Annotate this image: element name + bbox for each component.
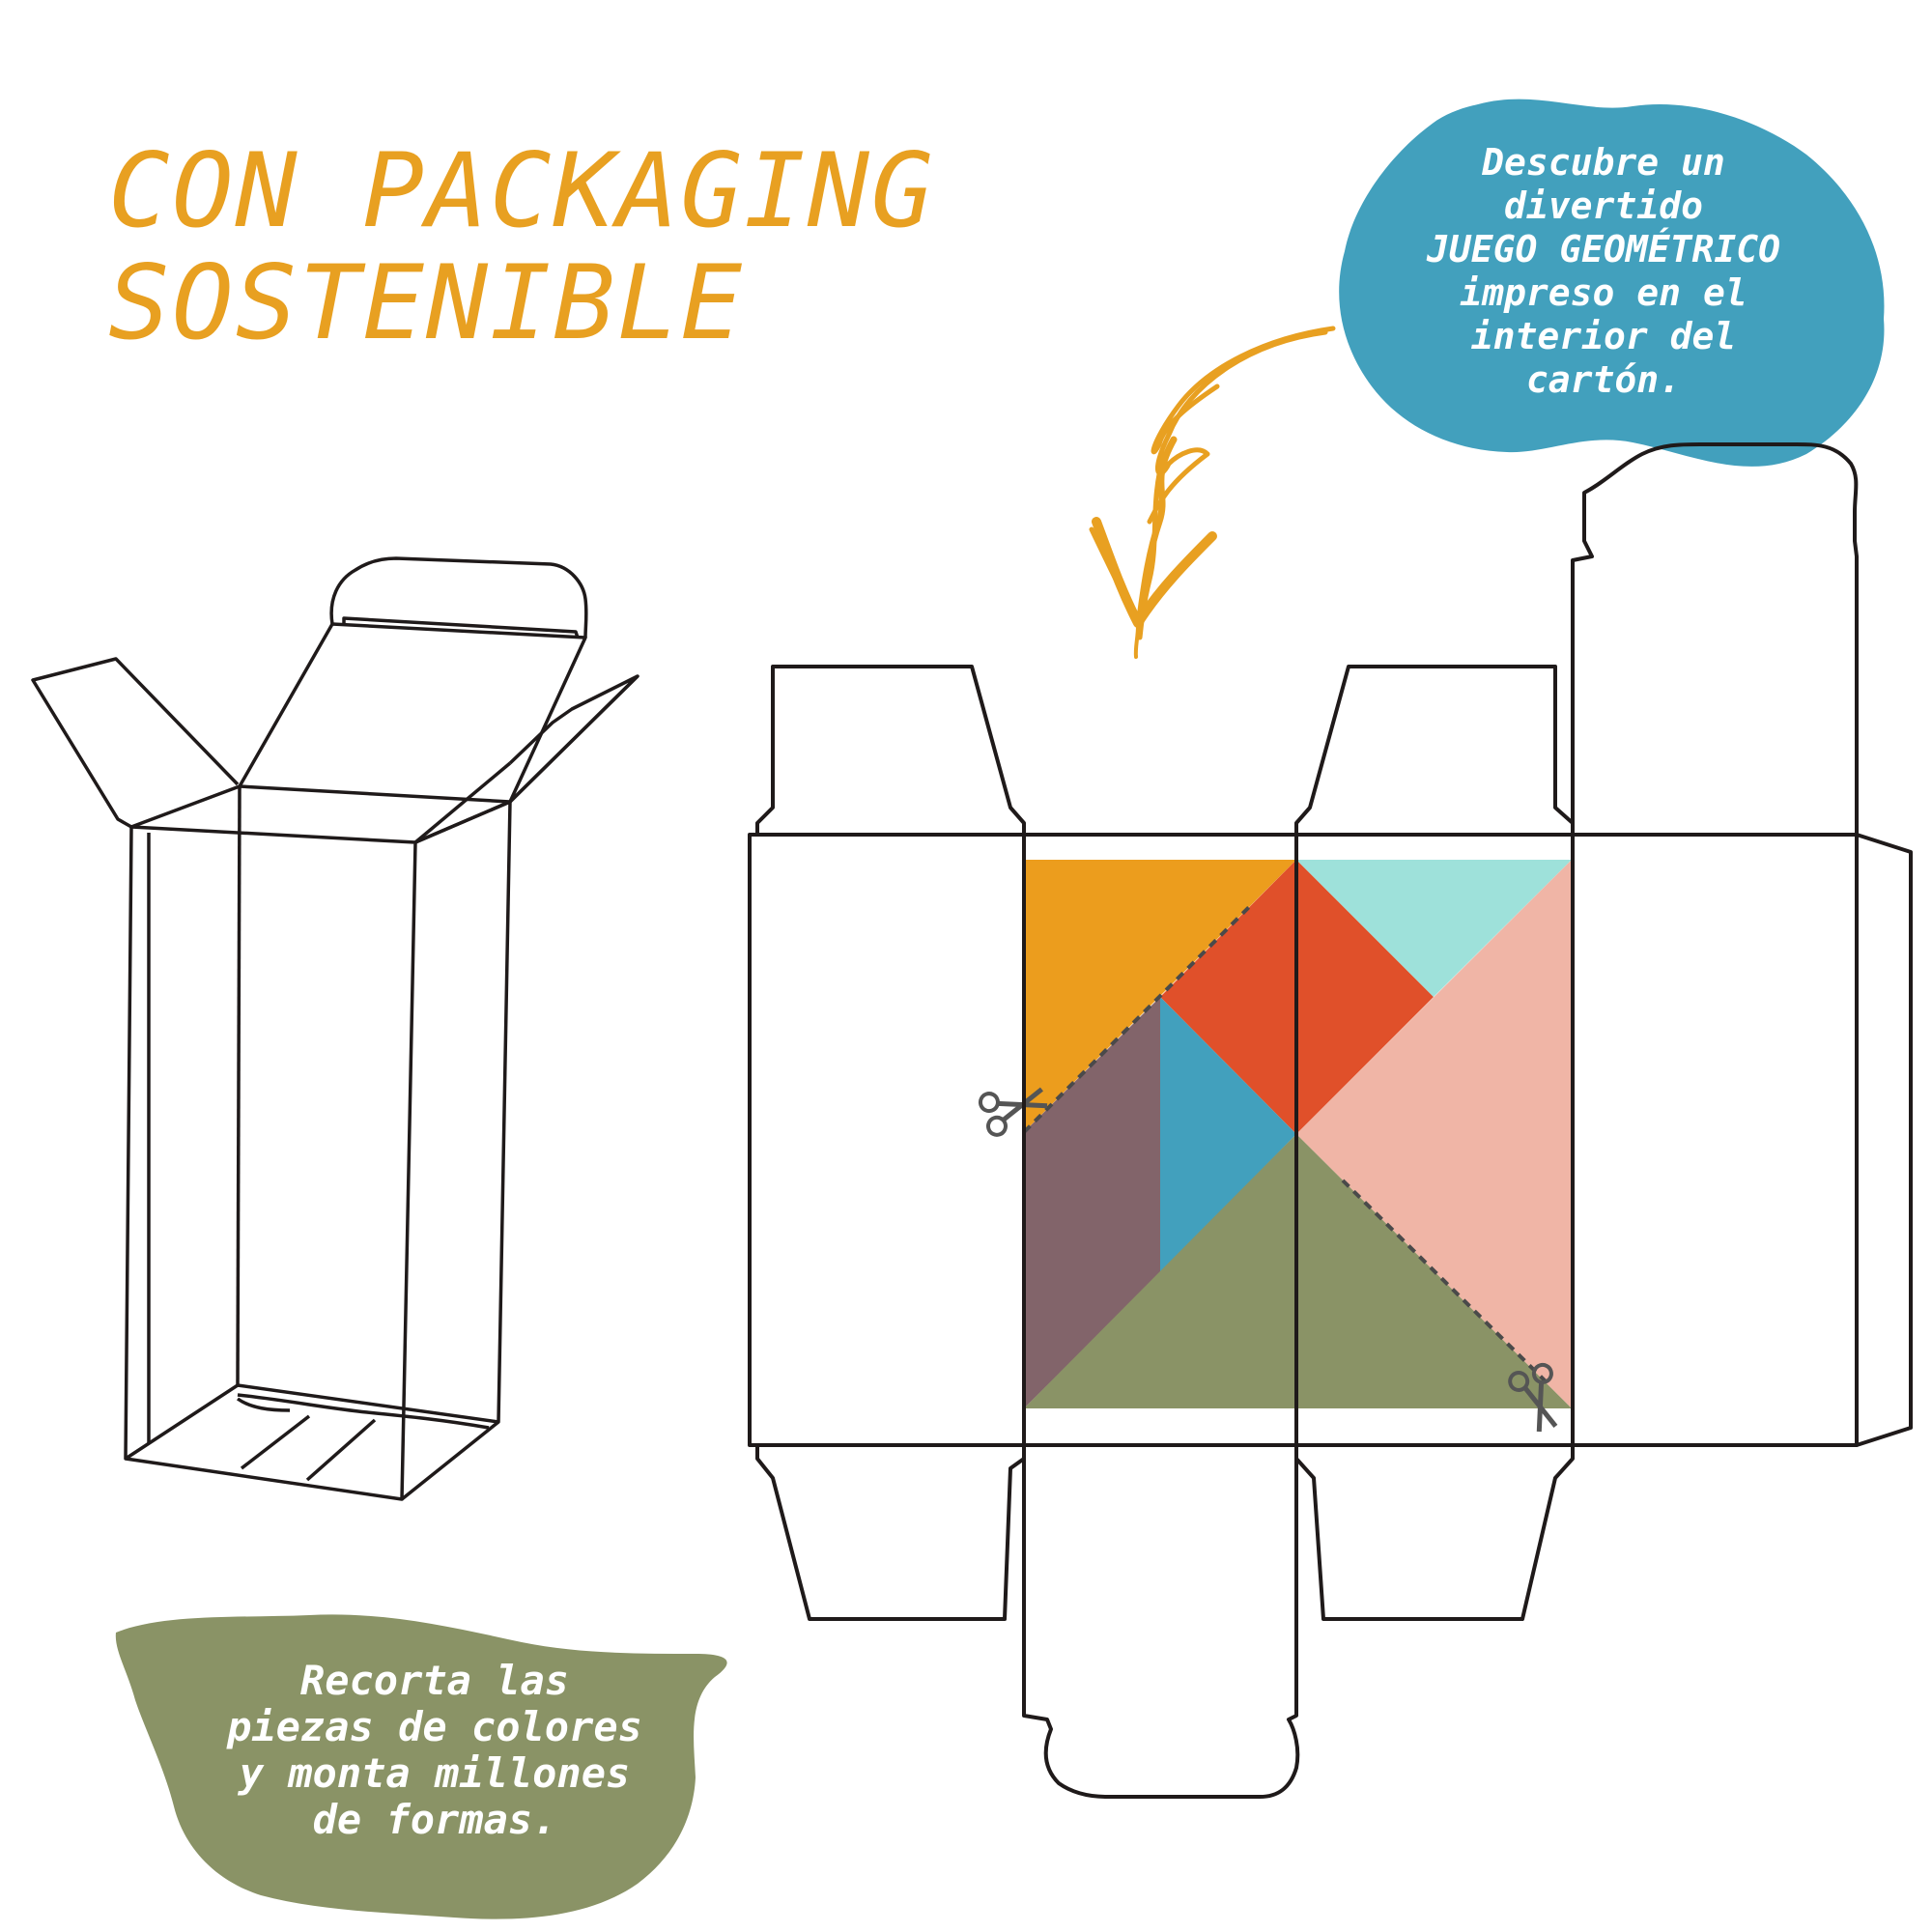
page-title: CON PACKAGING SOSTENIBLE <box>108 135 1026 359</box>
note-line: interior del <box>1470 315 1737 357</box>
net-bottom-flap-right <box>1294 1445 1575 1621</box>
note-line: divertido <box>1504 185 1703 227</box>
note-cut-pieces: Recorta las piezas de colores y monta mi… <box>145 1658 724 1843</box>
net-panel-side-left <box>748 833 1026 1447</box>
note-line: JUEGO GEOMÉTRICO <box>1426 228 1781 270</box>
note-line: piezas de colores <box>227 1703 642 1750</box>
green-blob <box>115 1614 727 1919</box>
net-top-flap-right <box>1294 665 1575 835</box>
open-box-illustration <box>31 556 639 1501</box>
net-top-flap-left <box>755 665 1026 835</box>
net-top-lid <box>1571 442 1859 835</box>
note-line: y monta millones <box>239 1749 631 1797</box>
tangram-pink-triangle <box>1296 860 1572 1408</box>
title-line-2: SOSTENIBLE <box>108 243 745 362</box>
cut-lines <box>1022 902 1548 1383</box>
note-line: de formas. <box>312 1796 557 1843</box>
box-net-dieline <box>748 442 1913 1799</box>
net-glue-tab <box>1856 833 1913 1447</box>
note-line: Descubre un <box>1482 141 1725 184</box>
net-bottom-lid <box>1022 1445 1300 1799</box>
note-line: Recorta las <box>299 1657 570 1704</box>
box-right-face <box>400 800 512 1501</box>
net-panel-back <box>1571 833 1859 1447</box>
box-flap-left <box>31 657 240 829</box>
box-bottom-inner <box>237 1383 499 1424</box>
box-flap-back <box>238 622 587 803</box>
curved-arrow-down-icon <box>1089 326 1336 659</box>
tangram-blue-triangle <box>1160 997 1296 1273</box>
blue-blob <box>1339 99 1885 467</box>
tangram-cyan-triangle <box>1296 860 1572 997</box>
note-geometric-game: Descubre un divertido JUEGO GEOMÉTRICO i… <box>1343 141 1864 402</box>
box-tuck-tab <box>329 556 588 639</box>
note-line: impreso en el <box>1460 271 1747 314</box>
net-bottom-flap-left <box>755 1445 1026 1621</box>
box-top-rim <box>130 784 512 844</box>
title-line-1: CON PACKAGING <box>108 131 935 250</box>
note-line: cartón. <box>1525 358 1682 401</box>
scissors-icon <box>1508 1362 1558 1433</box>
